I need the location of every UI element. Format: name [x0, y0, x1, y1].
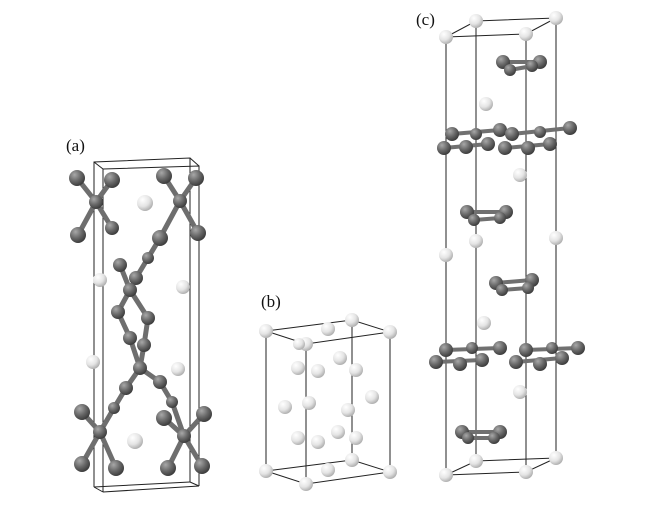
unit-cell-b — [265, 319, 391, 485]
panel-b-label: (b) — [261, 292, 281, 311]
panel-a-label: (a) — [66, 136, 85, 155]
unit-cell-a — [93, 157, 200, 493]
unit-cell-c — [445, 17, 557, 476]
panel-c: (c) — [416, 10, 585, 482]
panel-b: (b) — [259, 292, 397, 491]
light-atoms-b — [259, 313, 397, 491]
dark-atoms-a — [69, 168, 212, 476]
light-atoms-a — [86, 195, 190, 449]
bonds-a — [74, 173, 207, 471]
dark-atoms-c — [429, 55, 585, 444]
bonds-c — [434, 60, 580, 440]
panel-c-label: (c) — [416, 10, 435, 29]
light-atoms-c — [439, 11, 563, 482]
panel-a: (a) — [66, 136, 212, 493]
